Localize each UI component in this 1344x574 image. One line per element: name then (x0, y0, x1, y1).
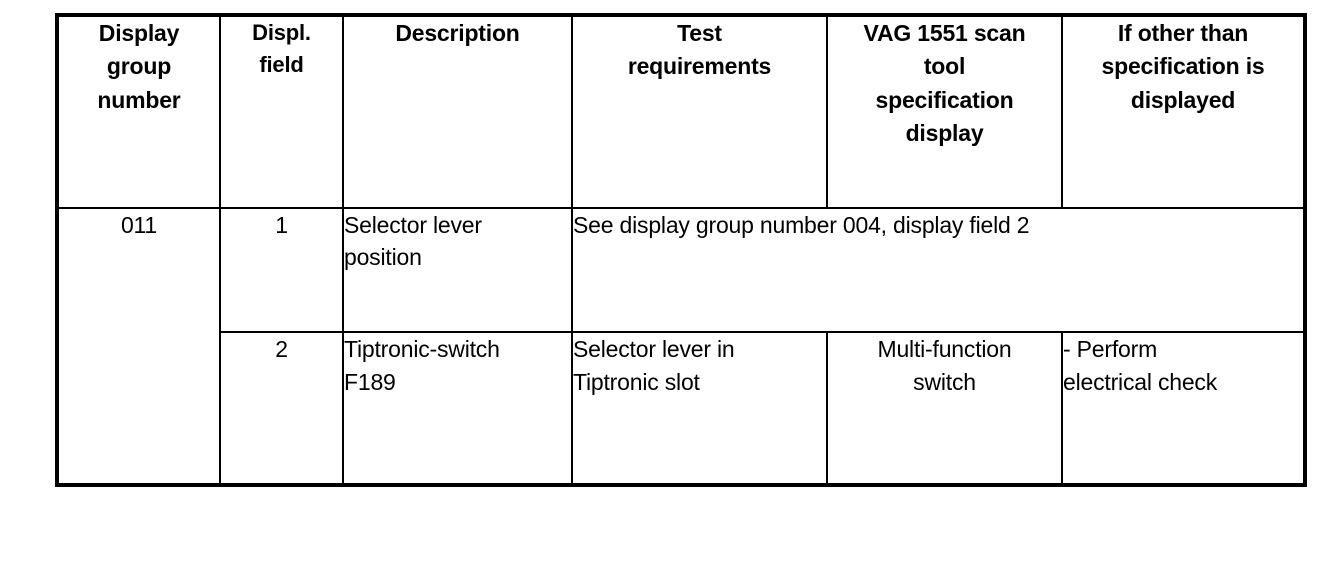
display-group-number-value: 011 (120, 211, 158, 238)
test-requirements-line: Selector lever in (573, 336, 735, 363)
header-line: Test (677, 20, 722, 46)
displ-field-value: 1 (275, 211, 288, 238)
header-test-requirements: Test requirements (571, 14, 828, 209)
cell-displ-field: 1 (219, 206, 344, 334)
header-line: requirements (627, 53, 772, 80)
cell-if-other-than-specification: - Perform electrical check (1061, 331, 1306, 486)
description-line: Tiptronic-switch (344, 336, 500, 363)
header-line: Displ. (252, 20, 311, 45)
table-row: 011 1 Selector lever position See displa… (56, 206, 1306, 487)
header-display-group-number: Display group number (56, 14, 221, 209)
displ-field-value: 2 (275, 336, 288, 363)
header-displ-field: Displ. field (219, 14, 344, 209)
description-line: Selector lever (344, 211, 482, 238)
header-line: specification is (1101, 53, 1265, 80)
header-line: Display (98, 20, 180, 46)
header-line: field (259, 51, 304, 77)
cell-description: Tiptronic-switch F189 (342, 331, 573, 486)
corrective-action-line: electrical check (1063, 368, 1218, 395)
cell-description: Selector lever position (342, 206, 573, 334)
header-line: VAG 1551 scan (863, 20, 1026, 46)
table-header-row: Display group number Displ. field Descri… (56, 14, 1306, 209)
vag-specification-line: switch (913, 368, 976, 395)
corrective-action-line: - Perform (1063, 336, 1158, 363)
header-line: number (97, 86, 181, 113)
cell-displ-field: 2 (219, 331, 344, 486)
header-line: display (905, 120, 984, 147)
header-line: tool (923, 53, 966, 80)
header-line: Description (395, 20, 520, 46)
description-line: F189 (344, 368, 396, 395)
cross-reference-text: See display group number 004, display fi… (573, 211, 1030, 238)
header-line: displayed (1130, 86, 1236, 113)
cell-test-requirements: Selector lever in Tiptronic slot (571, 331, 828, 486)
header-if-other-than-specification-is-displayed: If other than specification is displayed (1061, 14, 1306, 209)
cell-vag-1551-specification: Multi-function switch (826, 331, 1063, 486)
vag-specification-line: Multi-function (877, 336, 1012, 363)
cell-display-group-number: 011 (56, 206, 221, 487)
header-line: If other than (1117, 20, 1249, 46)
header-line: specification (875, 86, 1014, 113)
cell-merged-cross-reference: See display group number 004, display fi… (571, 206, 1306, 334)
description-line: position (344, 244, 422, 270)
test-requirements-line: Tiptronic slot (573, 368, 700, 395)
header-line: group (106, 53, 172, 80)
table-row: 2 Tiptronic-switch F189 Selector lever i… (57, 331, 1306, 486)
header-description: Description (342, 14, 573, 209)
specification-table: Display group number Displ. field Descri… (55, 13, 1307, 487)
header-vag-1551-scan-tool-specification-display: VAG 1551 scan tool specification display (826, 14, 1063, 209)
